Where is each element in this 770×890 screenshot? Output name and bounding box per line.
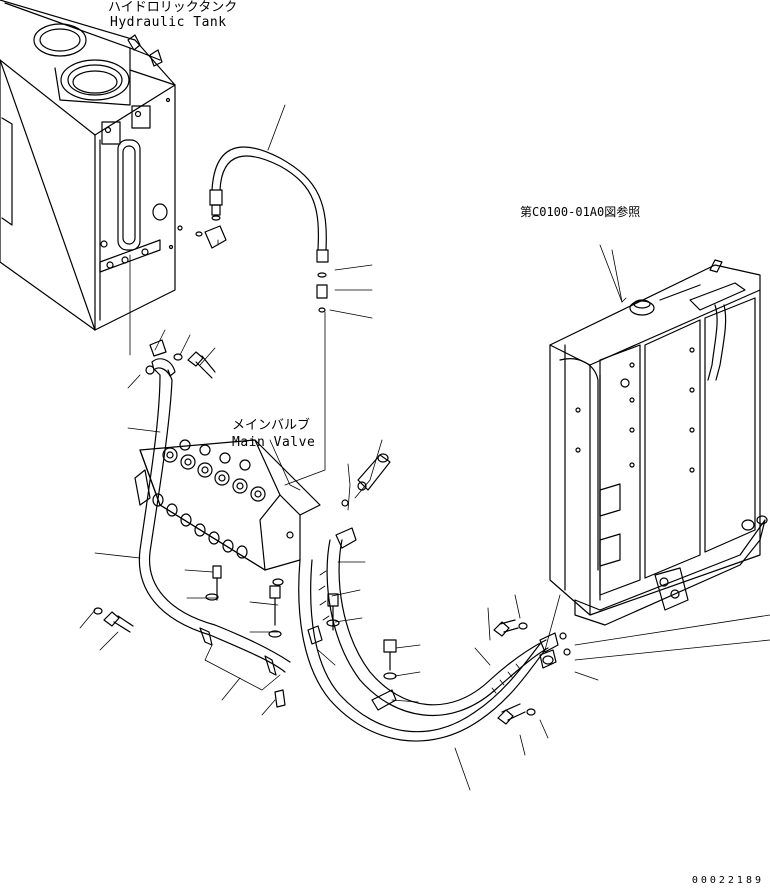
return-hose-top — [209, 146, 329, 313]
callout-leaders — [79, 104, 770, 791]
hydraulic-tank — [0, 0, 227, 331]
main-valve-label-en: Main Valve — [232, 435, 316, 450]
hydraulic-tank-label-jp: ハイドロリックタンク — [108, 0, 238, 15]
reference-figure-label: 第C0100-01A0図参照 — [520, 205, 641, 219]
hardware-parts — [93, 339, 571, 725]
document-id: 00022189 — [691, 875, 764, 886]
main-valve-label-jp: メインバルブ — [232, 418, 311, 433]
main-valve — [134, 439, 321, 586]
suction-hose-left — [138, 358, 291, 676]
main-hose-cooler — [298, 527, 559, 742]
oil-cooler-radiator — [549, 259, 768, 626]
hydraulic-tank-label-en: Hydraulic Tank — [110, 15, 227, 30]
